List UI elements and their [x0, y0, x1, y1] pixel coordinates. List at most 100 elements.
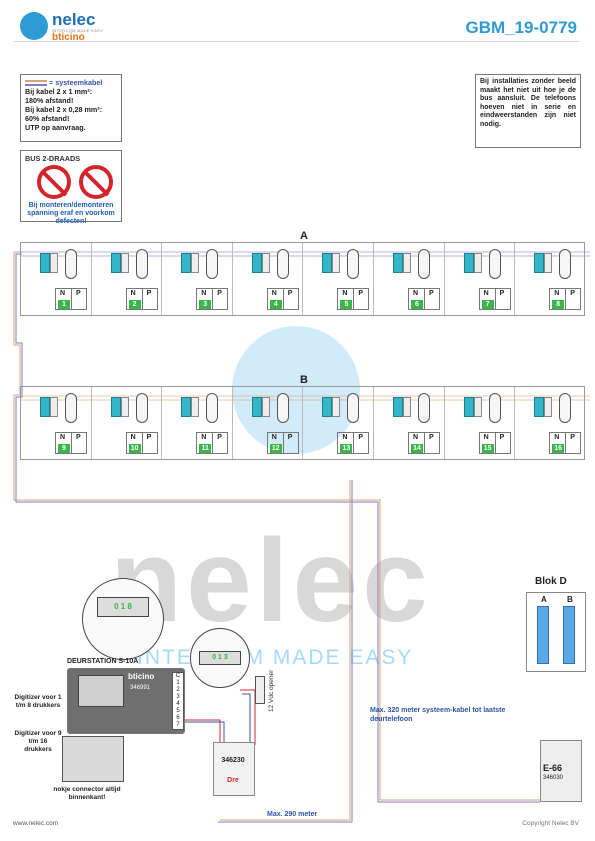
door-station-title: DEURSTATION S-10A [67, 658, 139, 665]
handset-icon [418, 393, 430, 423]
bus-terminal-icon [463, 253, 474, 273]
unit-number: 11 [199, 444, 212, 453]
p-label: P [499, 290, 505, 297]
bus-terminal-icon [322, 253, 333, 273]
bus-terminal-icon [251, 253, 262, 273]
brand-logo-icon [20, 12, 48, 40]
n-label: N [413, 434, 419, 441]
connector-icon [50, 397, 58, 417]
unit-number: 10 [128, 444, 141, 453]
digitizer-modules [62, 736, 124, 782]
unit-number: 8 [552, 300, 565, 309]
connector-icon [120, 253, 129, 273]
power-supply: E-66 346030 [540, 740, 582, 802]
n-label: N [342, 290, 348, 297]
blok-d-bar-a [537, 606, 549, 664]
brand-partner: bticino [52, 32, 85, 43]
bus-terminal-icon [181, 397, 192, 417]
power-supply-code: E-66 [543, 763, 563, 773]
header-divider [14, 41, 580, 42]
p-label: P [146, 434, 152, 441]
p-label: P [76, 290, 81, 297]
n-label: N [271, 290, 277, 297]
legend-line: 180% afstand! [25, 96, 74, 105]
n-label: N [60, 290, 66, 297]
bus-terminal-icon [534, 253, 545, 273]
max-290-note: Max. 290 meter [267, 811, 318, 818]
np-terminal: N P 16 [549, 432, 582, 454]
phone-unit: N P 16 [515, 387, 586, 459]
bus-terminal-icon [251, 397, 262, 417]
n-label: N [271, 434, 277, 441]
n-label: N [60, 434, 66, 441]
handset-icon [559, 249, 572, 279]
max-320-note: Max. 320 meter systeem-kabel tot laatste… [370, 707, 506, 723]
bus-terminal-icon [40, 397, 50, 417]
bus-terminal-icon [393, 397, 403, 417]
terminal-label: 1 [176, 680, 180, 686]
footer-copyright: Copyright Nelec BV [522, 820, 579, 827]
bus-warning: BUS 2-DRAADS Bij monteren/demonteren spa… [20, 150, 122, 225]
handset-icon [135, 249, 148, 279]
n-label: N [483, 434, 489, 441]
handset-icon [488, 393, 501, 423]
unit-number: 5 [340, 300, 353, 309]
info-box: Bij installaties zonder beeld maakt het … [475, 74, 581, 148]
door-station-code: 346991 [130, 685, 151, 691]
connector-icon [403, 253, 411, 273]
bus-warning-text: Bij monteren/demonteren spanning eraf en… [27, 202, 115, 225]
terminal-label: 2 [176, 687, 180, 693]
np-terminal: N P 14 [408, 432, 440, 454]
bus-terminal-icon [393, 253, 403, 273]
connector-icon [473, 253, 482, 273]
door-station: bticino 346991 C 1 2 3 4 5 6 7 [67, 668, 185, 734]
bus-terminal-icon [110, 253, 121, 273]
connector-icon [120, 397, 129, 417]
opener-label: 12 Vdc opener [268, 669, 275, 712]
door-station-zoom: 0 1 8 [82, 578, 164, 660]
n-label: N [130, 290, 136, 297]
unit-number: 16 [552, 444, 565, 453]
n-label: N [554, 434, 560, 441]
handset-icon [206, 249, 219, 279]
connector-icon [191, 253, 200, 273]
connector-note: nokje connector altijd binnenkant! [53, 786, 121, 801]
relay-code: 346230 [221, 757, 245, 764]
terminal-label: 7 [176, 722, 180, 728]
handset-icon [276, 393, 289, 423]
unit-number: 14 [411, 444, 423, 453]
digitizer-2-label: Digitizer voor 9 t/m 16 drukkers [14, 730, 62, 753]
terminal-label: 4 [176, 701, 180, 707]
unit-number: 6 [411, 300, 423, 309]
terminal-label: 6 [176, 715, 180, 721]
handset-icon [488, 249, 501, 279]
p-label: P [358, 290, 364, 297]
n-label: N [483, 290, 489, 297]
bus-terminal-icon [534, 397, 545, 417]
handset-icon [135, 393, 148, 423]
p-label: P [287, 434, 293, 441]
p-label: P [570, 434, 575, 441]
p-label: P [429, 434, 434, 441]
bus-terminal-icon [463, 397, 474, 417]
handset-icon [418, 249, 430, 279]
handset-icon [65, 249, 77, 279]
legend-line: 60% afstand! [25, 114, 70, 123]
